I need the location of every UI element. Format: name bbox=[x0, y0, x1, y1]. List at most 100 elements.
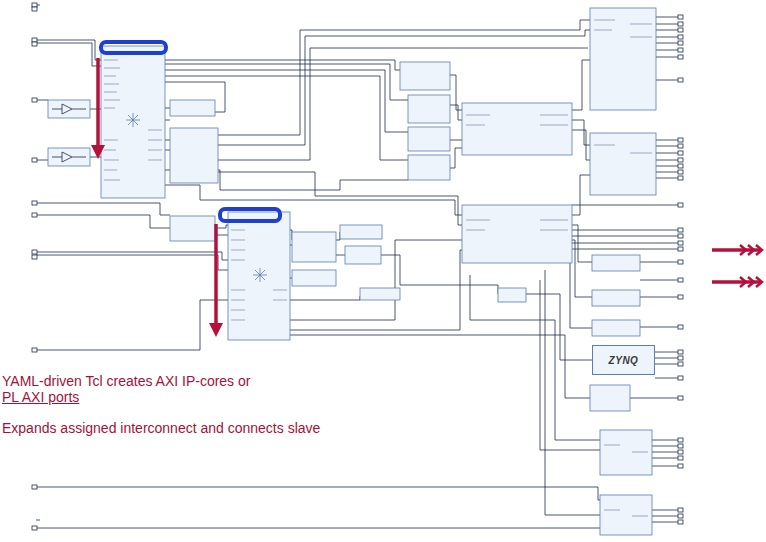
wire bbox=[165, 120, 170, 121]
pin-text-mark bbox=[148, 160, 162, 161]
wire bbox=[570, 250, 592, 328]
pin-text-mark bbox=[540, 230, 568, 231]
wire bbox=[540, 280, 600, 450]
port-symbol bbox=[678, 234, 683, 238]
port-wire bbox=[630, 398, 678, 399]
port-wire bbox=[655, 352, 678, 353]
port-symbol bbox=[678, 444, 683, 448]
port-symbol bbox=[678, 28, 683, 32]
ip-block bbox=[590, 8, 656, 110]
crossbar-symbol bbox=[126, 113, 140, 127]
wire bbox=[336, 232, 340, 240]
ip-block bbox=[48, 8, 656, 535]
wire bbox=[165, 150, 170, 151]
port-symbol bbox=[678, 158, 683, 162]
port-symbol bbox=[32, 485, 37, 489]
port-symbol bbox=[678, 138, 683, 142]
buffer-symbol bbox=[52, 109, 62, 110]
port-symbol bbox=[678, 508, 683, 512]
port-symbol bbox=[678, 278, 683, 282]
pin-text-mark bbox=[231, 250, 245, 251]
red-chevron bbox=[756, 245, 762, 255]
wire bbox=[36, 160, 48, 161]
port-symbol bbox=[678, 35, 683, 39]
wire bbox=[450, 148, 462, 168]
port-wire bbox=[572, 236, 678, 237]
port-symbol bbox=[678, 78, 683, 82]
pin-text-mark bbox=[231, 240, 245, 241]
ip-block bbox=[408, 155, 450, 180]
port-symbol bbox=[32, 526, 37, 530]
port-symbol bbox=[32, 7, 37, 11]
port-wire bbox=[656, 146, 678, 147]
port-symbol bbox=[678, 41, 683, 45]
port-wire bbox=[652, 452, 678, 453]
crossbar-symbol bbox=[253, 268, 267, 282]
buffer-symbol bbox=[72, 109, 86, 110]
port-wire bbox=[640, 280, 678, 281]
ip-block bbox=[345, 246, 381, 264]
pin-text-mark bbox=[604, 445, 620, 446]
port-wire bbox=[656, 80, 678, 81]
pin-text-mark bbox=[273, 290, 287, 291]
buffer-symbol bbox=[72, 157, 86, 158]
port-symbol bbox=[32, 348, 37, 352]
ip-block bbox=[498, 288, 526, 302]
wire bbox=[572, 240, 592, 297]
pin-text-mark bbox=[630, 153, 652, 154]
port-symbol bbox=[678, 514, 683, 518]
pin-text-mark bbox=[632, 452, 648, 453]
port-symbol bbox=[32, 42, 37, 46]
buffer-symbol bbox=[62, 104, 72, 114]
port-symbol bbox=[678, 464, 683, 468]
wire bbox=[36, 215, 170, 228]
pin-text-mark bbox=[104, 150, 116, 151]
ip-block bbox=[228, 212, 290, 340]
red-arrow bbox=[214, 224, 218, 330]
wire bbox=[36, 100, 48, 101]
port-symbol bbox=[678, 176, 683, 180]
port-wire bbox=[655, 364, 678, 365]
pin-text-mark bbox=[104, 140, 118, 141]
ip-block bbox=[292, 270, 336, 286]
port-symbol bbox=[678, 376, 683, 380]
port-symbol bbox=[678, 325, 683, 329]
ip-block bbox=[170, 216, 215, 241]
ip-block bbox=[592, 290, 640, 306]
red-chevron bbox=[740, 245, 746, 255]
annotation-text: YAML-driven Tcl creates AXI IP-cores or bbox=[1, 373, 251, 389]
pin-text-mark bbox=[466, 125, 485, 126]
port-wire bbox=[656, 57, 678, 58]
port-wire bbox=[652, 458, 678, 459]
port-symbol bbox=[678, 456, 683, 460]
pin-text-mark bbox=[104, 108, 115, 109]
port-symbol bbox=[678, 15, 683, 19]
wire bbox=[526, 294, 592, 360]
port-symbol bbox=[678, 22, 683, 26]
pin-text-mark bbox=[104, 60, 118, 61]
ip-block bbox=[340, 225, 382, 239]
pin-text-mark bbox=[231, 230, 245, 231]
wire bbox=[36, 252, 228, 260]
block-logo-text: ZYNQ bbox=[609, 355, 639, 366]
port-wire bbox=[656, 153, 678, 154]
port-wire bbox=[655, 358, 678, 359]
port-wire bbox=[640, 297, 678, 298]
pin-text-mark bbox=[231, 260, 245, 261]
port-wire bbox=[656, 43, 678, 44]
pin-text-mark bbox=[104, 170, 117, 171]
wire bbox=[36, 203, 170, 215]
pin-text-mark bbox=[148, 140, 162, 141]
port-wire bbox=[640, 262, 678, 263]
pin-text-mark bbox=[104, 100, 120, 101]
port-wire bbox=[656, 166, 678, 167]
wire bbox=[165, 140, 170, 141]
port-symbol bbox=[678, 164, 683, 168]
port-symbol bbox=[32, 98, 37, 102]
wire bbox=[36, 300, 228, 350]
port-symbol bbox=[32, 3, 683, 530]
pin-text-mark bbox=[104, 84, 119, 85]
pin-text-mark bbox=[630, 24, 652, 25]
wire bbox=[36, 43, 101, 66]
